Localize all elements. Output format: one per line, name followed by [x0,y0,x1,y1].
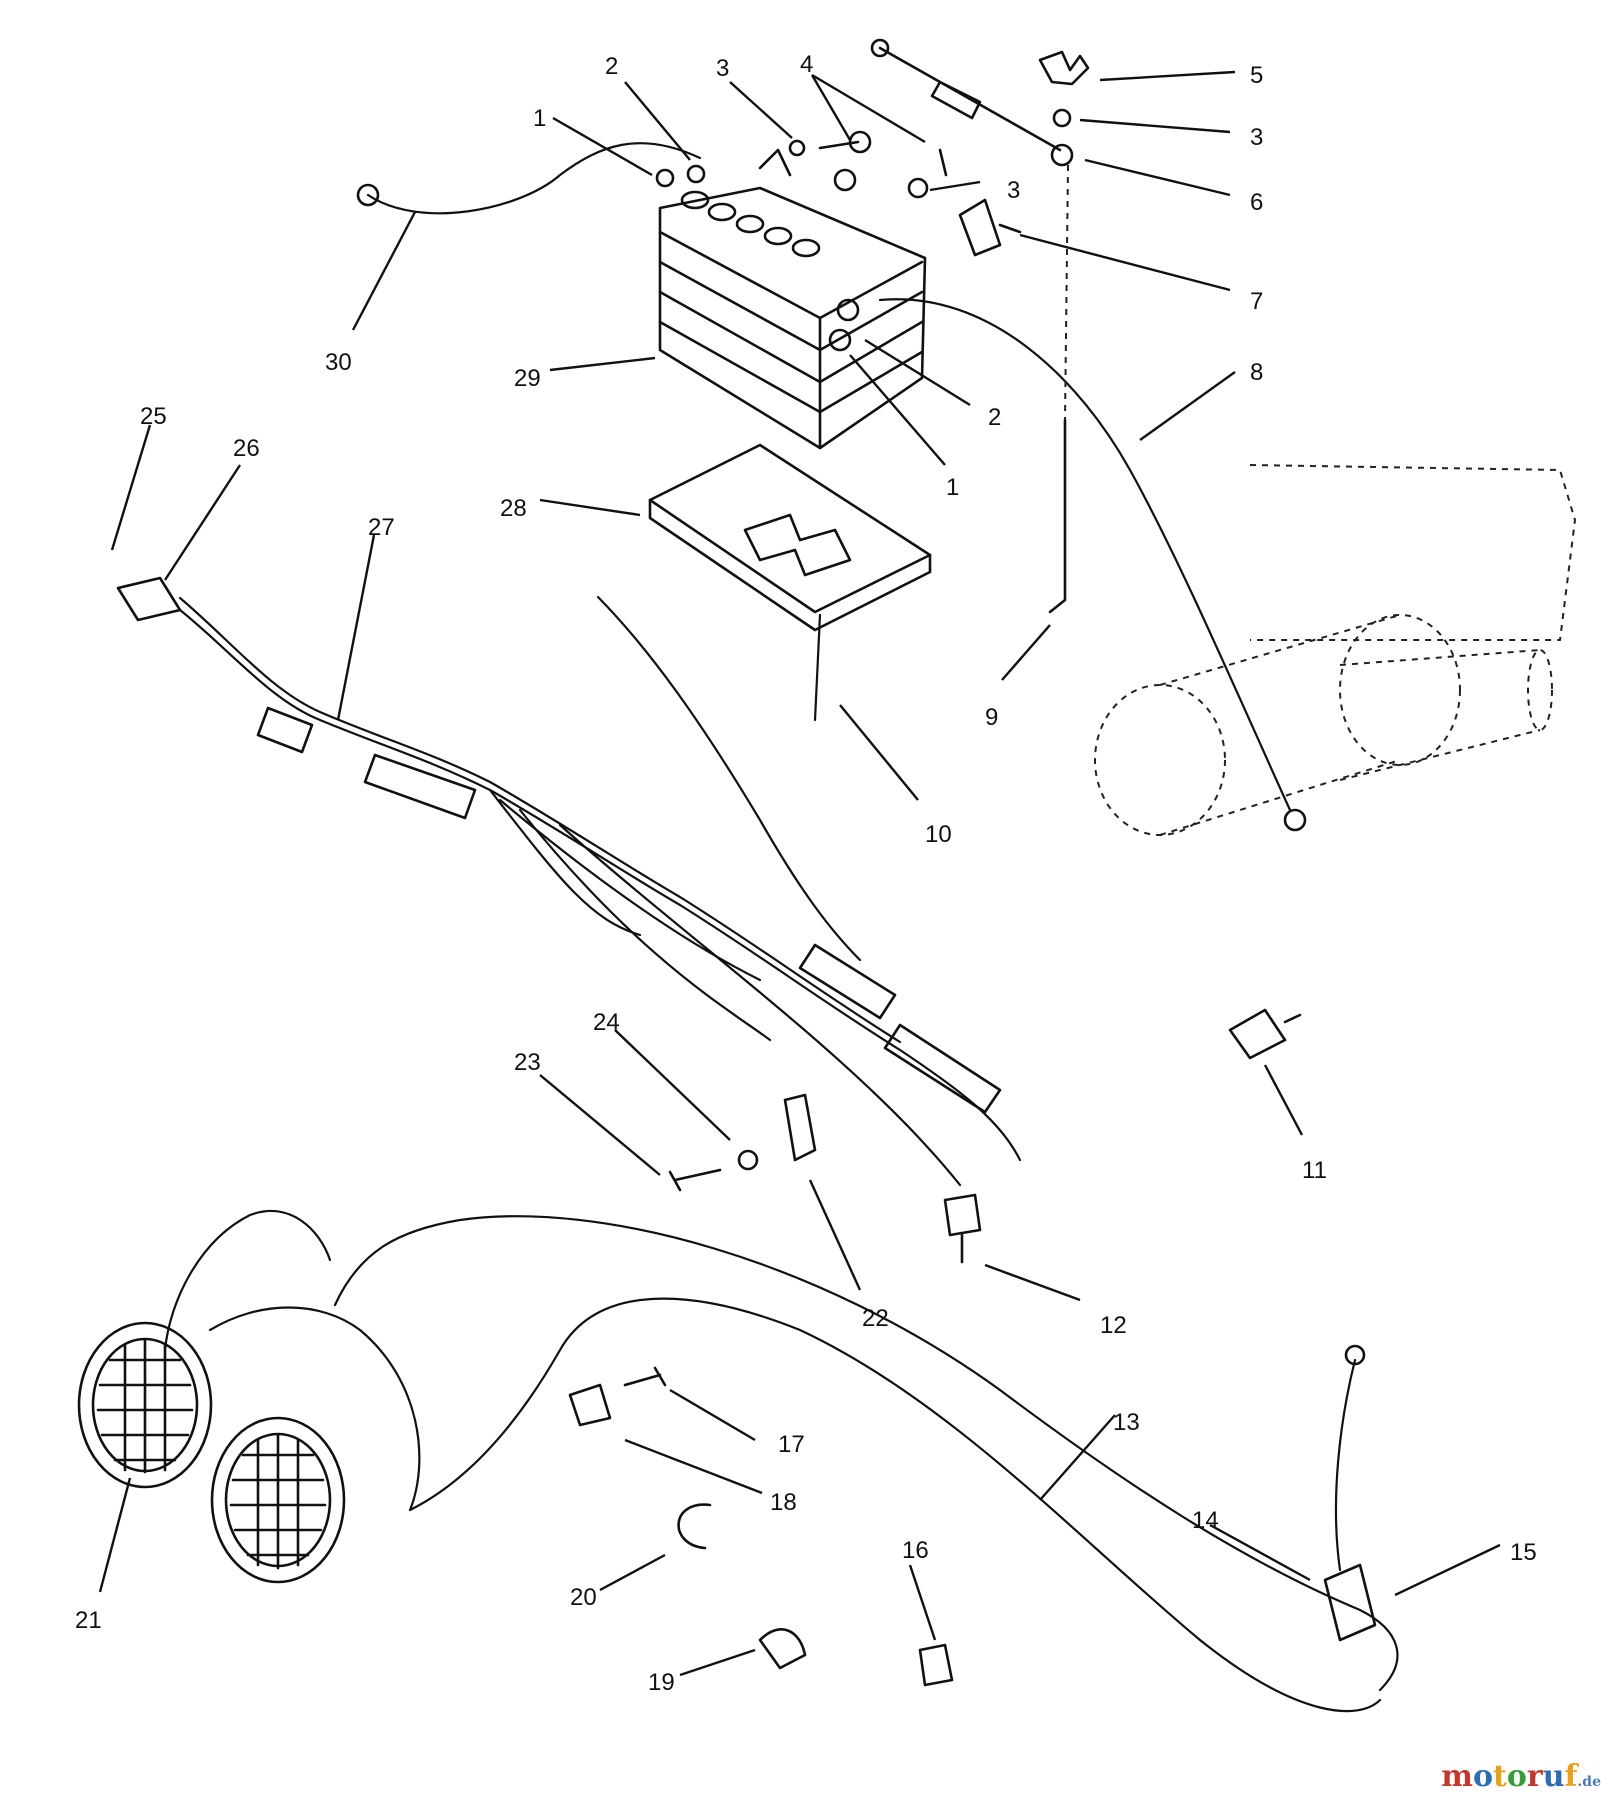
cable-clamp [783,1093,817,1162]
watermark-brand: motoruf [1441,1759,1578,1794]
callout-13: 13 [1113,1409,1140,1436]
battery-terminal-negative [828,328,852,352]
bolt [668,1168,722,1192]
wing-nut [1038,50,1090,86]
callout-5: 5 [1250,62,1263,89]
harness-connector [116,576,182,622]
callout-14: 14 [1192,1507,1219,1534]
callout-25: 25 [140,403,167,430]
callout-29: 29 [514,365,541,392]
hold-down-rod [1048,418,1067,614]
hold-down-bracket [878,46,1062,152]
ground-wire [596,595,862,962]
callout-18: 18 [770,1489,797,1516]
callout-1: 1 [533,105,546,132]
callout-2: 2 [605,53,618,80]
callout-11: 11 [1302,1157,1327,1184]
callout-labels: 1 2 3 4 5 3 6 3 7 8 2 1 9 10 11 12 13 14… [75,51,1537,1696]
callout-23: 23 [514,1049,541,1076]
callout-15: 15 [1510,1539,1537,1566]
callout-10: 10 [925,821,952,848]
headlight-right [210,1416,346,1584]
temperature-sender [1228,1008,1302,1060]
callout-2: 2 [988,404,1001,431]
watermark-logo: motoruf.de [1441,1759,1601,1794]
wiring-harness [116,576,1022,1187]
callout-27: 27 [368,514,395,541]
callout-1: 1 [946,474,959,501]
battery-vent-caps [680,190,821,258]
leader-lines [98,70,1501,1677]
starter-motor-outline [1094,464,1577,836]
callout-19: 19 [648,1669,675,1696]
headlight-harness [333,1215,1399,1692]
callout-17: 17 [778,1431,805,1458]
harness-clip [918,1643,954,1687]
washer-lock [737,1149,759,1171]
mounting-clip [568,1383,612,1427]
callout-24: 24 [593,1009,620,1036]
battery-hardware [655,130,948,199]
callout-26: 26 [233,435,260,462]
callout-6: 6 [1250,189,1263,216]
washer-flat [1050,143,1074,167]
callout-3: 3 [716,55,729,82]
headlight-left [77,1321,213,1489]
screw [623,1366,667,1387]
callout-30: 30 [325,349,352,376]
positive-battery-cable [878,298,1292,812]
battery-tray [648,443,932,632]
callout-9: 9 [985,704,998,731]
callout-16: 16 [902,1537,929,1564]
callout-7: 7 [1250,288,1263,315]
callout-20: 20 [570,1584,597,1611]
callout-28: 28 [500,495,527,522]
battery-terminal-positive [836,298,860,322]
callout-21: 21 [75,1607,102,1634]
callout-12: 12 [1100,1312,1127,1339]
oil-pressure-switch [943,1193,982,1264]
washer [1052,108,1072,128]
retaining-ring [677,1503,712,1550]
battery [658,186,927,450]
fuse-holder [1323,1563,1377,1642]
callout-3: 3 [1007,177,1020,204]
wire-clip [758,1628,807,1670]
negative-battery-cable [366,142,702,215]
callout-4: 4 [800,51,813,78]
callout-8: 8 [1250,359,1263,386]
callout-22: 22 [862,1305,889,1332]
terminal-boot [958,198,1022,257]
watermark-suffix: .de [1577,1774,1601,1790]
callout-3: 3 [1250,124,1263,151]
